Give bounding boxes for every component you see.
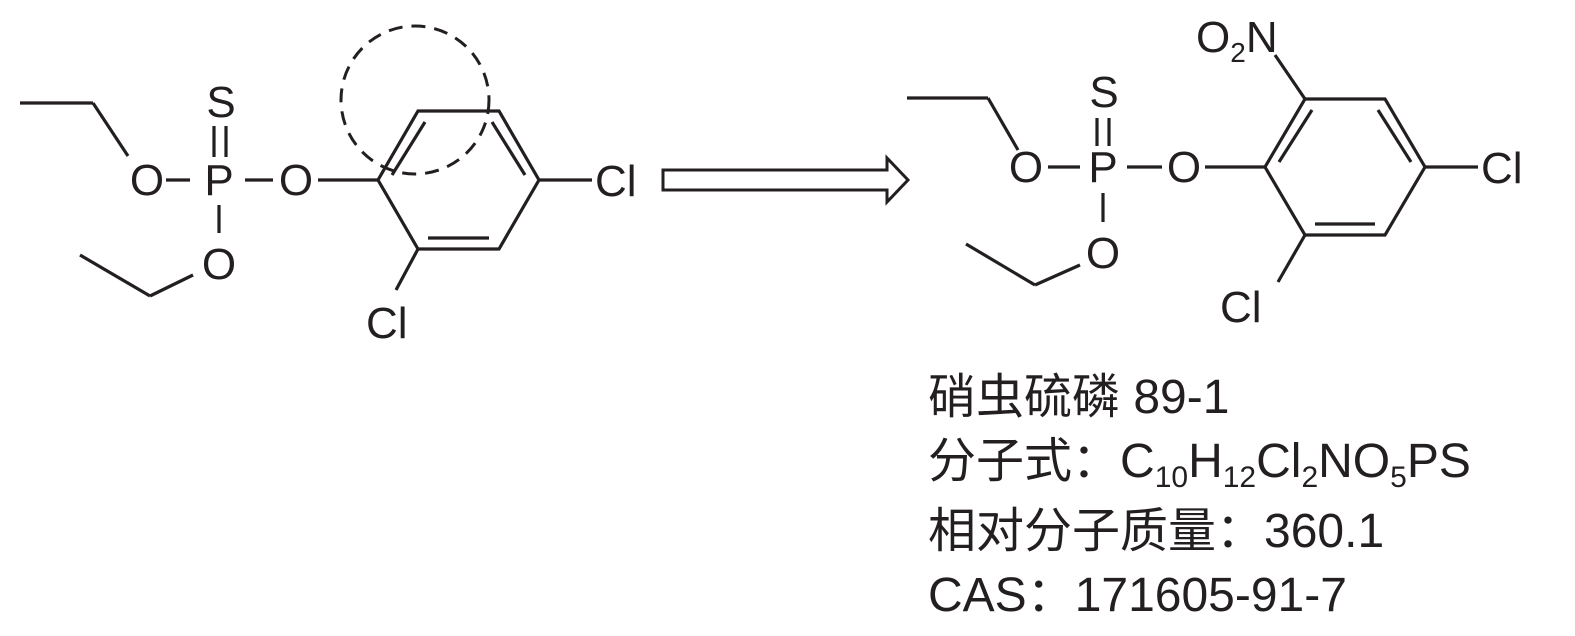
- atom-label: O: [130, 156, 164, 205]
- bond: [79, 253, 151, 298]
- compound-name: 硝虫硫磷 89-1: [928, 371, 1230, 424]
- formula-label: 分子式：: [928, 435, 1121, 488]
- bond: [986, 97, 1020, 151]
- atom-label: O: [202, 240, 236, 289]
- cas-value: 171605-91-7: [1074, 569, 1347, 622]
- atom-label: O: [1196, 13, 1230, 62]
- bond: [1276, 234, 1307, 283]
- benzene-ring: [376, 109, 541, 251]
- atom-label: S: [1089, 68, 1118, 117]
- formula-element: NO: [1318, 435, 1391, 488]
- bond: [1273, 54, 1307, 100]
- formula-element: C: [1120, 435, 1155, 488]
- mass-value: 360.1: [1264, 505, 1385, 558]
- formula-subscript: 12: [1222, 461, 1257, 494]
- atom-label: N: [1246, 13, 1278, 62]
- molecular-mass-line: 相对分子质量：360.1: [928, 500, 1471, 564]
- reactant-structure: O P S O O Cl Cl: [20, 78, 637, 348]
- atom-label: S: [206, 78, 235, 127]
- reaction-site-highlight: [339, 24, 491, 176]
- mass-label: 相对分子质量：: [928, 505, 1265, 558]
- bond: [91, 102, 130, 157]
- ring-double-bond: [1376, 109, 1413, 163]
- atom-label: O: [279, 156, 313, 205]
- nitro-group-label: O2N: [1196, 13, 1278, 68]
- molecular-formula: C10H12Cl2NO5PS: [1120, 435, 1471, 494]
- molecular-formula-line: 分子式：C10H12Cl2NO5PS: [928, 430, 1471, 500]
- formula-element: PS: [1406, 435, 1471, 488]
- ring-double-bond: [490, 121, 527, 176]
- bond: [1034, 263, 1081, 287]
- atom-label: O: [1086, 229, 1120, 278]
- atom-subscript: 2: [1230, 37, 1246, 68]
- atom-label: P: [204, 156, 233, 205]
- atom-label: O: [1167, 143, 1201, 192]
- formula-subscript: 5: [1390, 461, 1407, 494]
- benzene-ring: [1263, 97, 1427, 237]
- atom-label: Cl: [366, 299, 408, 348]
- atom-label: Cl: [1220, 283, 1262, 332]
- reaction-arrow: [661, 154, 911, 206]
- bond: [149, 273, 194, 298]
- compound-info: 硝虫硫磷 89-1 分子式：C10H12Cl2NO5PS 相对分子质量：360.…: [928, 366, 1471, 628]
- cas-line: CAS：171605-91-7: [928, 564, 1471, 628]
- bond: [394, 248, 420, 291]
- ring-double-bond: [1277, 109, 1314, 163]
- ring-double-bond: [390, 121, 427, 176]
- bond: [965, 242, 1036, 287]
- cas-label: CAS：: [928, 569, 1075, 622]
- formula-subscript: 2: [1301, 461, 1319, 494]
- formula-subscript: 10: [1154, 461, 1189, 494]
- atom-label: O: [1009, 143, 1043, 192]
- product-structure: O P S O O Cl Cl O2N: [907, 13, 1523, 332]
- formula-element: H: [1188, 435, 1223, 488]
- atom-label: P: [1088, 143, 1117, 192]
- atom-label: Cl: [595, 157, 637, 206]
- atom-label: Cl: [1481, 144, 1523, 193]
- formula-element: Cl: [1256, 435, 1302, 488]
